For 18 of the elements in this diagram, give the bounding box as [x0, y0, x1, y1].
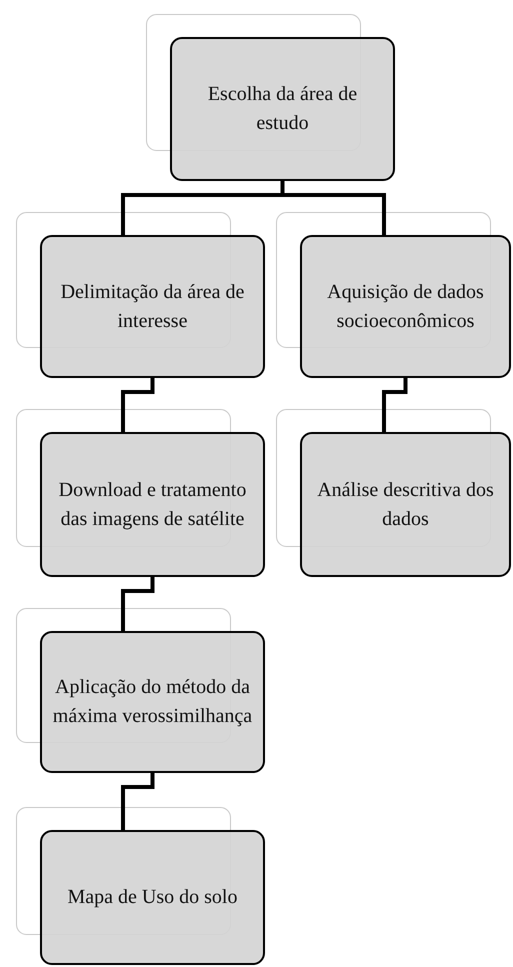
process-box [300, 235, 511, 378]
connector-line [121, 773, 154, 830]
process-box [170, 37, 395, 181]
step-label: Escolha da área de estudo [206, 82, 358, 136]
connector-line [121, 378, 154, 432]
process-box [40, 631, 265, 773]
connector-line [382, 378, 408, 432]
step-label: Download e tratamento das imagens de satélite [58, 478, 248, 532]
process-box [40, 235, 265, 378]
step-label: Análise descritiva dos dados [316, 478, 495, 532]
step-label: Delimitação da área de interesse [60, 280, 246, 334]
step-label: Aplicação do método da máxima verossimilhança [52, 675, 254, 729]
process-box [300, 432, 511, 577]
process-box [40, 432, 265, 577]
connector-line [121, 577, 154, 631]
step-label: Mapa de Uso do solo [68, 885, 238, 910]
process-box [40, 830, 265, 965]
step-label: Aquisição de dados socioeconômicos [326, 280, 485, 334]
